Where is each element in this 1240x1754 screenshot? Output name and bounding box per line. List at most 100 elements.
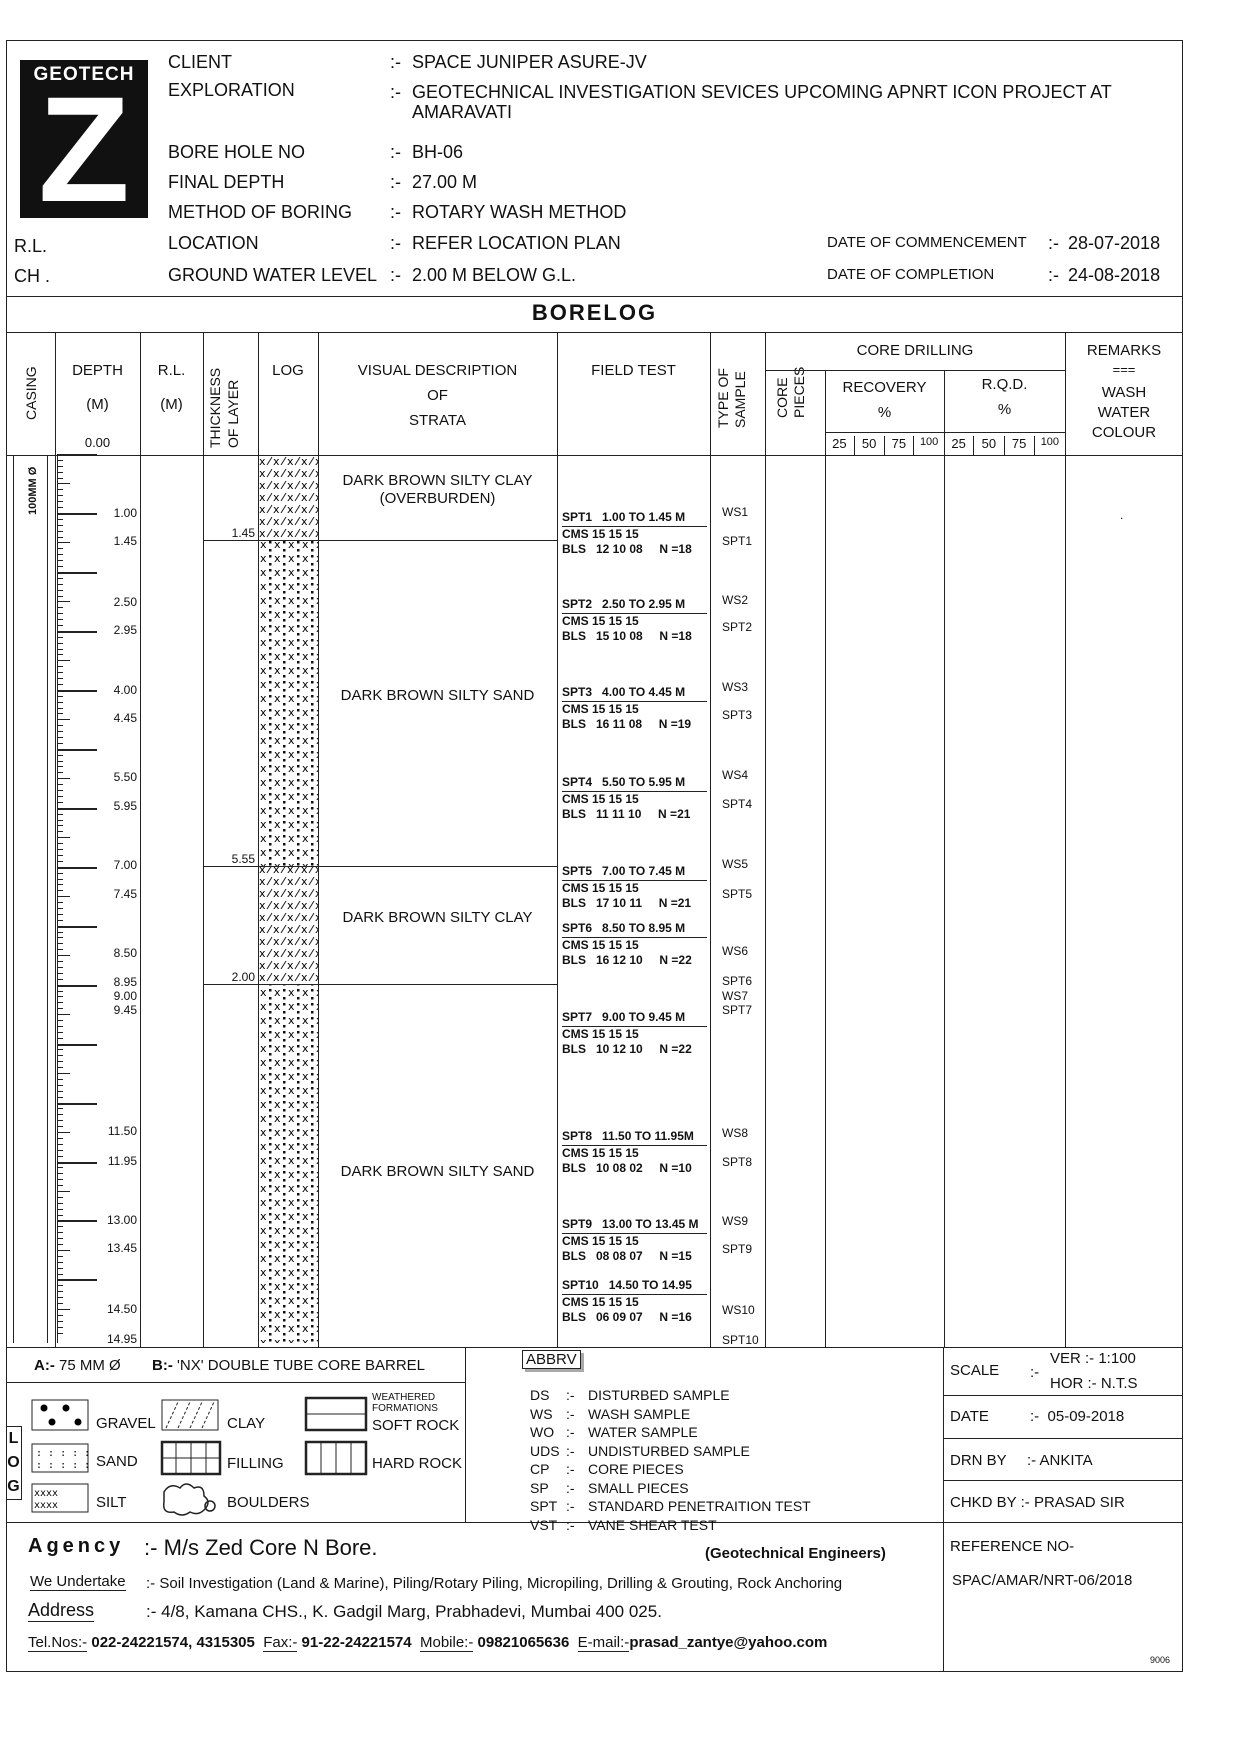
depth-tick	[57, 878, 63, 880]
depth-tick	[57, 542, 70, 544]
depth-tick	[57, 595, 63, 597]
sample-type: WS2	[722, 593, 749, 607]
sample-type: SPT1	[722, 534, 753, 548]
col-core-drilling: CORE DRILLING	[856, 342, 974, 359]
depth-tick	[57, 748, 97, 751]
col-recovery-pct: %	[877, 404, 892, 421]
abbrev-k: SPT	[530, 1498, 558, 1514]
sep: :-	[390, 142, 401, 162]
legend-silt: SILT	[96, 1494, 127, 1511]
pct-tick: 25	[944, 436, 975, 455]
abbrev-v: VANE SHEAR TEST	[588, 1516, 717, 1533]
col-type-2: SAMPLE	[732, 371, 748, 428]
abbrev-k: DS	[530, 1387, 550, 1403]
depth-tick	[57, 1326, 63, 1328]
field-test-bls: BLS 16 12 10 N =22	[562, 953, 692, 967]
depth-tick	[57, 648, 63, 650]
sample-type: WS8	[722, 1126, 749, 1140]
legend-hard-rock: HARD ROCK	[372, 1455, 463, 1472]
depth-tick	[57, 1043, 97, 1046]
chkd-label: CHKD BY :- PRASAD SIR	[950, 1494, 1125, 1511]
depth-tick	[57, 642, 63, 644]
sample-type: WS5	[722, 857, 749, 871]
scale-ver: VER :- 1:100	[1050, 1350, 1136, 1367]
depth-tick	[57, 1096, 63, 1098]
sample-type: SPT5	[722, 887, 753, 901]
depth-tick	[57, 1314, 63, 1316]
date-value: :- 05-09-2018	[1030, 1408, 1125, 1425]
borehole-label: BORE HOLE NO	[168, 142, 306, 162]
field-test-bls: BLS 16 11 08 N =19	[562, 717, 692, 731]
depth-tick	[57, 943, 63, 945]
depth-label: 4.00	[113, 683, 137, 697]
col-thickness-1: THICKNESS	[207, 367, 223, 448]
depth-tick	[57, 548, 63, 550]
client-value: SPACE JUNIPER ASURE-JV	[412, 52, 647, 72]
depth-tick	[57, 1037, 63, 1039]
depth-tick	[57, 601, 70, 603]
depth-label: 14.50	[106, 1302, 137, 1316]
depth-tick	[57, 884, 63, 886]
field-test-title: SPT3 4.00 TO 4.45 M	[562, 685, 707, 702]
location-value: REFER LOCATION PLAN	[412, 233, 621, 253]
field-test-bls: BLS 12 10 08 N =18	[562, 542, 692, 556]
exploration-value: GEOTECHNICAL INVESTIGATION SEVICES UPCOM…	[412, 82, 1112, 102]
col-desc-2: OF	[427, 387, 448, 404]
pct-tick: 50	[974, 436, 1005, 455]
exploration-label: EXPLORATION	[168, 80, 295, 100]
address-value: :- 4/8, Kamana CHS., K. Gadgil Marg, Pra…	[146, 1602, 662, 1621]
depth-tick	[57, 996, 63, 998]
field-test-bls: BLS 08 08 07 N =15	[562, 1249, 692, 1263]
depth-tick	[57, 919, 63, 921]
depth-tick	[57, 1155, 63, 1157]
pct-tick: 100	[1040, 436, 1060, 448]
legend-soft-rock: SOFT ROCK	[372, 1417, 460, 1434]
legend-sand: SAND	[96, 1453, 138, 1470]
email-link[interactable]: prasad_zantye@yahoo.com	[629, 1634, 828, 1651]
col-desc-3: STRATA	[409, 412, 466, 429]
agency-label: Agency	[28, 1535, 125, 1557]
undertake-value: :- Soil Investigation (Land & Marine), P…	[146, 1575, 843, 1592]
depth-label: 1.45	[113, 534, 137, 548]
boulders-symbol	[162, 1483, 216, 1516]
field-test-title: SPT1 1.00 TO 1.45 M	[562, 510, 707, 527]
pct-tick: 75	[1005, 436, 1035, 455]
depth-tick	[57, 613, 63, 615]
depth-tick	[57, 1285, 63, 1287]
col-desc-1: VISUAL DESCRIPTION	[357, 362, 518, 379]
depth-tick	[57, 1132, 70, 1134]
depth-tick	[57, 902, 63, 904]
depth-tick	[57, 1055, 63, 1057]
rl-label: R.L.	[14, 236, 48, 256]
depth-tick	[57, 571, 97, 574]
logo-text: GEOTECH	[33, 64, 135, 85]
thickness-label: 2.00	[231, 970, 255, 984]
depth-tick	[57, 1108, 63, 1110]
col-remarks: REMARKS	[1086, 342, 1162, 359]
abbrev-v: WATER SAMPLE	[588, 1424, 698, 1440]
depth-tick	[57, 1220, 97, 1223]
log-column: x x	[259, 455, 318, 1343]
depth-tick	[57, 1014, 70, 1016]
col-depth: DEPTH	[72, 362, 123, 379]
depth-tick	[57, 489, 63, 491]
completion-label: DATE OF COMPLETION	[827, 266, 995, 283]
field-test-title: SPT5 7.00 TO 7.45 M	[562, 864, 707, 881]
field-test-cms: CMS 15 15 15	[562, 881, 639, 895]
depth-tick	[57, 654, 63, 656]
abbrev-sep: :-	[566, 1516, 575, 1533]
field-test-bls: BLS 17 10 11 N =21	[562, 896, 692, 910]
agency-role: (Geotechnical Engineers)	[705, 1545, 886, 1562]
depth-label: 11.50	[107, 1124, 137, 1138]
depth-tick	[57, 961, 63, 963]
depth-tick	[57, 624, 63, 626]
depth-tick	[57, 907, 63, 909]
depth-tick	[57, 1196, 63, 1198]
field-test-title: SPT8 11.50 TO 11.95M	[562, 1129, 707, 1146]
depth-tick	[57, 619, 63, 621]
